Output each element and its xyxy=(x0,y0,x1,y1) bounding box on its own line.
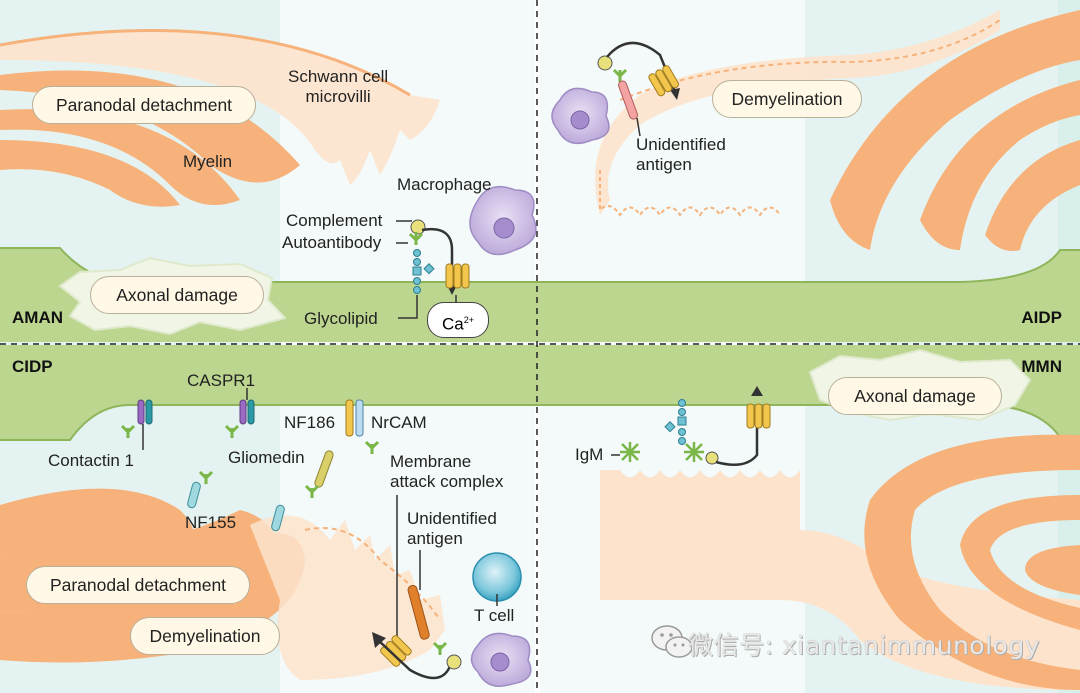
nf186-icon xyxy=(345,399,364,437)
contactin1-icon xyxy=(137,399,153,425)
label-axonal-damage: Axonal damage xyxy=(90,276,264,314)
nf155-icon xyxy=(187,481,201,509)
quadrant-tag-mmn: MMN xyxy=(1021,357,1062,376)
label-unidentified-antigen: Unidentified antigen xyxy=(407,509,497,548)
complement-icon xyxy=(597,55,613,71)
complement-icon xyxy=(705,451,719,465)
label-macrophage: Macrophage xyxy=(397,175,492,194)
myelin-loop xyxy=(0,109,240,205)
ion-channel-icon xyxy=(445,263,470,289)
label-myelin: Myelin xyxy=(183,152,233,171)
label-nf155: NF155 xyxy=(185,513,237,532)
watermark-text: 微信号: xiantanimmunology xyxy=(688,631,1040,660)
complement-icon xyxy=(446,654,462,670)
myelin-loop xyxy=(0,140,180,207)
calcium-charge: 2+ xyxy=(463,315,474,325)
calcium-symbol: Ca xyxy=(442,314,464,334)
unidentified-antigen-icon xyxy=(618,80,638,120)
label-schwann-microvilli: Schwann cell microvilli xyxy=(288,67,389,106)
antibody-icon xyxy=(612,68,628,82)
quadrant-tag-aman: AMAN xyxy=(12,308,63,327)
antibody-icon xyxy=(408,232,424,245)
glycolipid-icon xyxy=(664,399,687,445)
myelin-loop xyxy=(864,434,1080,690)
ion-channel-icon xyxy=(746,403,771,429)
t-cell-icon xyxy=(472,552,522,602)
nf155-icon xyxy=(271,504,285,532)
label-membrane-attack-complex: Membrane attack complex xyxy=(390,452,504,491)
label-glycolipid: Glycolipid xyxy=(304,309,378,328)
myelin-loop xyxy=(0,70,300,183)
label-paranodal-detachment: Paranodal detachment xyxy=(26,566,250,604)
label-paranodal-detachment: Paranodal detachment xyxy=(32,86,256,124)
label-unidentified-antigen: Unidentified antigen xyxy=(636,135,726,174)
myelin-loop xyxy=(985,140,1080,251)
caspr1-icon xyxy=(239,399,255,425)
label-t-cell: T cell xyxy=(474,606,515,625)
myelin-demyelinated xyxy=(595,10,1000,215)
label-axonal-damage: Axonal damage xyxy=(828,377,1002,415)
antibody-icon xyxy=(432,641,448,655)
unidentified-antigen-icon xyxy=(407,585,430,640)
myelin-loop xyxy=(830,10,1080,250)
label-demyelination: Demyelination xyxy=(712,80,862,118)
label-gliomedin: Gliomedin xyxy=(228,448,305,467)
label-igm: IgM xyxy=(575,445,604,464)
ion-channel-icon xyxy=(648,65,680,97)
igm-icon xyxy=(620,442,704,462)
axon-bottom xyxy=(0,345,1080,440)
wechat-icon xyxy=(651,625,693,658)
label-autoantibody: Autoantibody xyxy=(282,233,382,252)
label-complement: Complement xyxy=(286,211,383,230)
complement-icon xyxy=(410,219,426,235)
label-demyelination: Demyelination xyxy=(130,617,280,655)
quadrant-tag-aidp: AIDP xyxy=(1021,308,1062,327)
quadrant-tag-cidp: CIDP xyxy=(12,357,53,376)
myelin-loop xyxy=(1025,545,1080,595)
myelin-loop xyxy=(960,495,1080,630)
schwann-microvilli xyxy=(0,30,440,186)
label-caspr1: CASPR1 xyxy=(187,371,256,390)
calcium-badge: Ca2+ xyxy=(427,302,489,338)
myelin-loop xyxy=(920,80,1080,250)
glycolipid-icon xyxy=(412,249,435,294)
label-nf186: NF186 xyxy=(284,413,336,432)
label-nrcam: NrCAM xyxy=(371,413,427,432)
label-contactin1: Contactin 1 xyxy=(48,451,134,470)
